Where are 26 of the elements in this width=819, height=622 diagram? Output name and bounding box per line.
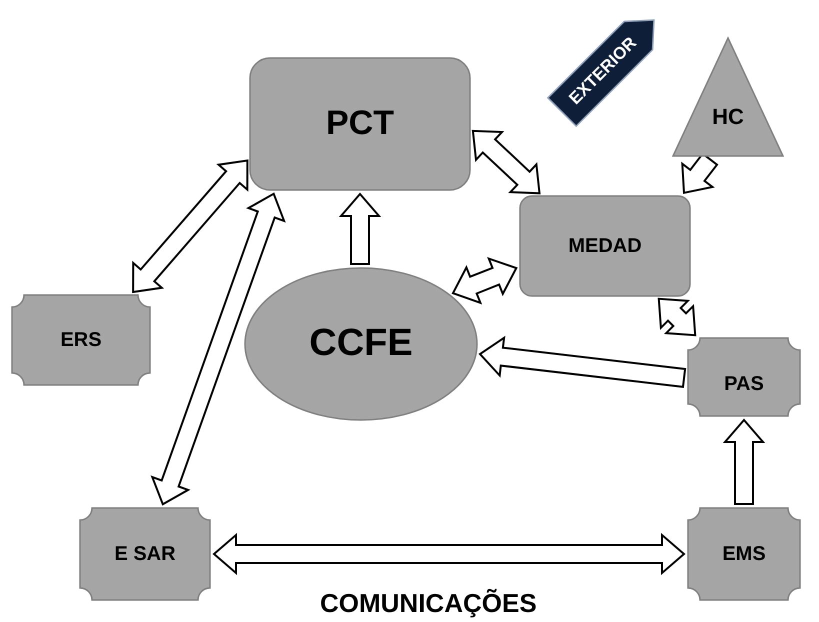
- rounded-box: [520, 196, 690, 296]
- block-arrow: [212, 532, 686, 576]
- plaque-box: [688, 338, 800, 416]
- block-arrow: [452, 256, 518, 304]
- caption-text: COMUNICAÇÕES: [320, 588, 537, 619]
- block-arrow: [150, 192, 286, 506]
- plaque-box: [688, 508, 800, 600]
- node-label: HC: [712, 104, 744, 130]
- block-arrow: [132, 159, 248, 294]
- ellipse-shape: [245, 268, 477, 420]
- node-label: CCFE: [309, 323, 413, 365]
- block-arrow: [658, 298, 696, 336]
- block-arrow: [338, 192, 382, 265]
- node-label: PCT: [326, 105, 394, 143]
- plaque-box: [12, 295, 150, 385]
- plaque-box: [80, 508, 210, 600]
- node-label: E SAR: [114, 543, 176, 565]
- rounded-box: [250, 58, 470, 190]
- node-label: ERS: [60, 329, 102, 351]
- block-arrow: [478, 336, 686, 388]
- node-label: MEDAD: [568, 235, 642, 257]
- block-arrow: [472, 130, 541, 194]
- node-label: PAS: [724, 373, 764, 395]
- block-arrow: [722, 418, 766, 505]
- node-label: EMS: [722, 543, 766, 565]
- triangle-shape: [673, 38, 783, 156]
